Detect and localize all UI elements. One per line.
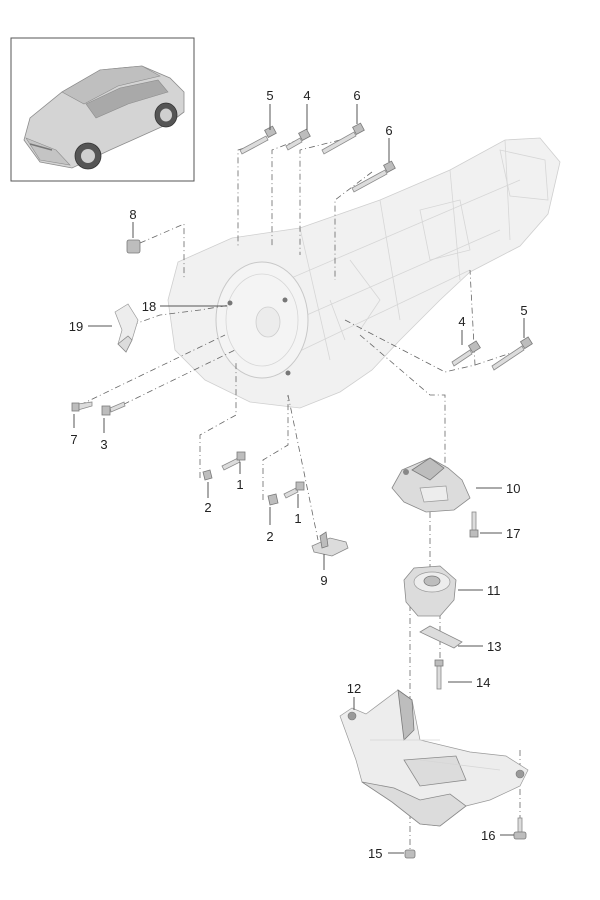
callout-12: 12	[347, 681, 361, 696]
bolt-4-right	[451, 340, 481, 367]
callout-5-right: 5	[520, 303, 527, 318]
car-illustration	[23, 65, 185, 170]
nut-2a	[202, 469, 213, 481]
callout-5-top: 5	[266, 88, 273, 103]
bolt-6-second	[351, 160, 396, 193]
bolt-7	[71, 401, 93, 412]
callout-16: 16	[481, 828, 495, 843]
heat-shield-19	[114, 303, 139, 353]
bolt-4-top	[285, 128, 311, 151]
callout-13: 13	[487, 639, 501, 654]
callout-8: 8	[129, 207, 136, 222]
assembly-lines	[79, 139, 521, 855]
callout-11: 11	[487, 583, 501, 598]
bolt-1b	[283, 481, 305, 499]
plate-13	[419, 625, 463, 649]
bolt-3	[101, 401, 126, 416]
drive-plate	[215, 261, 309, 379]
callout-4-right: 4	[458, 314, 465, 329]
crossmember-12	[339, 689, 529, 827]
fasteners	[71, 122, 533, 859]
callout-6-second: 6	[385, 123, 392, 138]
callout-9: 9	[320, 573, 327, 588]
callout-2-left: 2	[204, 500, 211, 515]
sleeve-8	[126, 239, 141, 254]
bolt-5-top	[239, 125, 277, 155]
callout-3: 3	[100, 437, 107, 452]
bolt-14	[434, 659, 444, 690]
callout-17: 17	[506, 526, 520, 541]
callout-2-right: 2	[266, 529, 273, 544]
nut-2b	[267, 493, 279, 506]
callout-4-top: 4	[303, 88, 310, 103]
callout-1-right: 1	[294, 511, 301, 526]
callout-7: 7	[70, 432, 77, 447]
callout-1-left: 1	[236, 477, 243, 492]
callout-10: 10	[506, 481, 520, 496]
leader-lines	[73, 104, 525, 854]
vehicle-thumbnail	[10, 37, 195, 182]
bolt-17	[469, 511, 479, 538]
callout-labels: 5 4 6 6 8 18 19 4 5 7 3 1 2 1 2 9 10 17 …	[69, 88, 528, 861]
transmission-mount-10	[391, 457, 471, 513]
transmission-housing	[167, 137, 561, 409]
callout-15: 15	[368, 846, 382, 861]
nut-15	[404, 849, 416, 859]
callout-18: 18	[142, 299, 156, 314]
bolt-6-top	[321, 122, 365, 155]
bracket-9	[311, 531, 349, 557]
bolt-1a	[221, 451, 246, 471]
callout-6-top: 6	[353, 88, 360, 103]
callout-19: 19	[69, 319, 83, 334]
callout-14: 14	[476, 675, 490, 690]
bolt-16	[513, 817, 527, 840]
bolt-5-right	[491, 336, 533, 371]
rubber-mount-11	[403, 565, 457, 617]
